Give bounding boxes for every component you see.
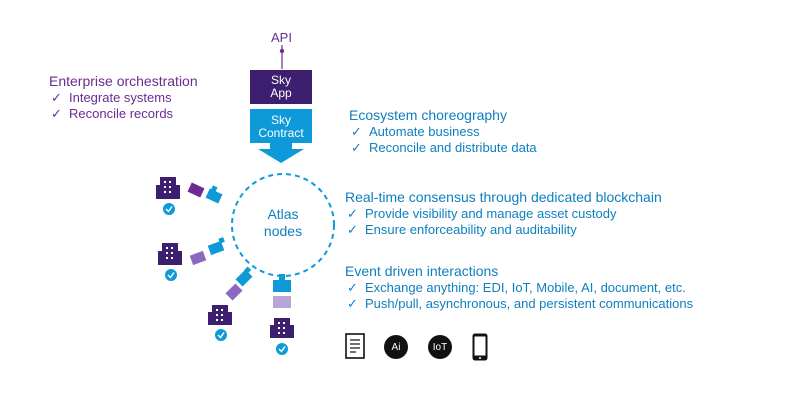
check-icon: ✓ — [51, 106, 62, 121]
sky-app-line2: App — [270, 86, 292, 100]
connector-block-blue — [205, 188, 223, 204]
events-heading: Event driven interactions — [345, 263, 499, 279]
atlas-nodes-circle — [231, 173, 335, 277]
connector-block-blue — [273, 280, 291, 292]
ai-icon: Ai — [384, 335, 408, 359]
building-icon — [156, 177, 180, 199]
check-icon: ✓ — [347, 296, 358, 311]
check-badge-icon — [215, 329, 227, 341]
connector-block-purple — [187, 182, 205, 198]
check-icon: ✓ — [51, 90, 62, 105]
connector-block-blue — [207, 240, 225, 256]
building-icon — [270, 318, 294, 338]
enterprise-item: ✓Reconcile records — [51, 106, 174, 121]
check-icon: ✓ — [347, 222, 358, 237]
atlas-nodes-label: Atlas nodes — [248, 206, 318, 240]
mobile-icon — [472, 333, 488, 361]
atlas-line2: nodes — [263, 223, 303, 239]
consensus-section: Real-time consensus through dedicated bl… — [345, 189, 662, 238]
check-icon: ✓ — [347, 206, 358, 221]
consensus-item: ✓Ensure enforceability and auditability — [347, 222, 577, 237]
events-item: ✓Push/pull, asynchronous, and persistent… — [347, 296, 694, 311]
node-group-2 — [158, 237, 225, 281]
connector-block-purple — [189, 250, 207, 266]
node-group-3 — [208, 266, 253, 341]
building-icon — [158, 243, 182, 265]
sky-app-box: Sky App — [250, 70, 312, 104]
ecosystem-heading: Ecosystem choreography — [349, 107, 507, 123]
iot-icon-label: IoT — [432, 341, 448, 353]
sky-contract-box: Sky Contract — [250, 110, 312, 143]
node-group-4 — [270, 274, 294, 355]
atlas-line1: Atlas — [267, 206, 299, 222]
sky-contract-line1: Sky — [270, 112, 291, 127]
sky-app-line1: Sky — [270, 73, 291, 87]
check-badge-icon — [165, 269, 177, 281]
ecosystem-item: ✓Automate business — [351, 124, 480, 139]
consensus-item: ✓Provide visibility and manage asset cus… — [347, 206, 617, 221]
document-icon — [345, 333, 365, 359]
events-section: Event driven interactions ✓Exchange anyt… — [345, 263, 693, 312]
api-label: API — [271, 30, 292, 45]
connector-block-purple — [273, 296, 291, 308]
enterprise-heading: Enterprise orchestration — [49, 73, 198, 89]
check-icon: ✓ — [351, 124, 362, 139]
node-group-1 — [156, 177, 223, 215]
enterprise-section: Enterprise orchestration ✓Integrate syst… — [49, 73, 198, 122]
check-badge-icon — [276, 343, 288, 355]
enterprise-item: ✓Integrate systems — [51, 90, 172, 105]
events-item: ✓Exchange anything: EDI, IoT, Mobile, AI… — [347, 280, 686, 295]
sky-contract-line2: Contract — [258, 125, 304, 140]
iot-icon: IoT — [428, 335, 452, 359]
building-icon — [208, 305, 232, 325]
api-connector — [279, 45, 285, 69]
check-icon: ✓ — [351, 140, 362, 155]
check-icon: ✓ — [347, 280, 358, 295]
ecosystem-item: ✓Reconcile and distribute data — [351, 140, 537, 155]
check-badge-icon — [163, 203, 175, 215]
consensus-heading: Real-time consensus through dedicated bl… — [345, 189, 662, 205]
sky-contract-arrow — [250, 109, 312, 163]
ecosystem-section: Ecosystem choreography ✓Automate busines… — [349, 107, 537, 156]
connector-block-purple — [225, 283, 243, 301]
ai-icon-label: Ai — [391, 341, 401, 353]
connector-block-blue — [235, 269, 253, 287]
